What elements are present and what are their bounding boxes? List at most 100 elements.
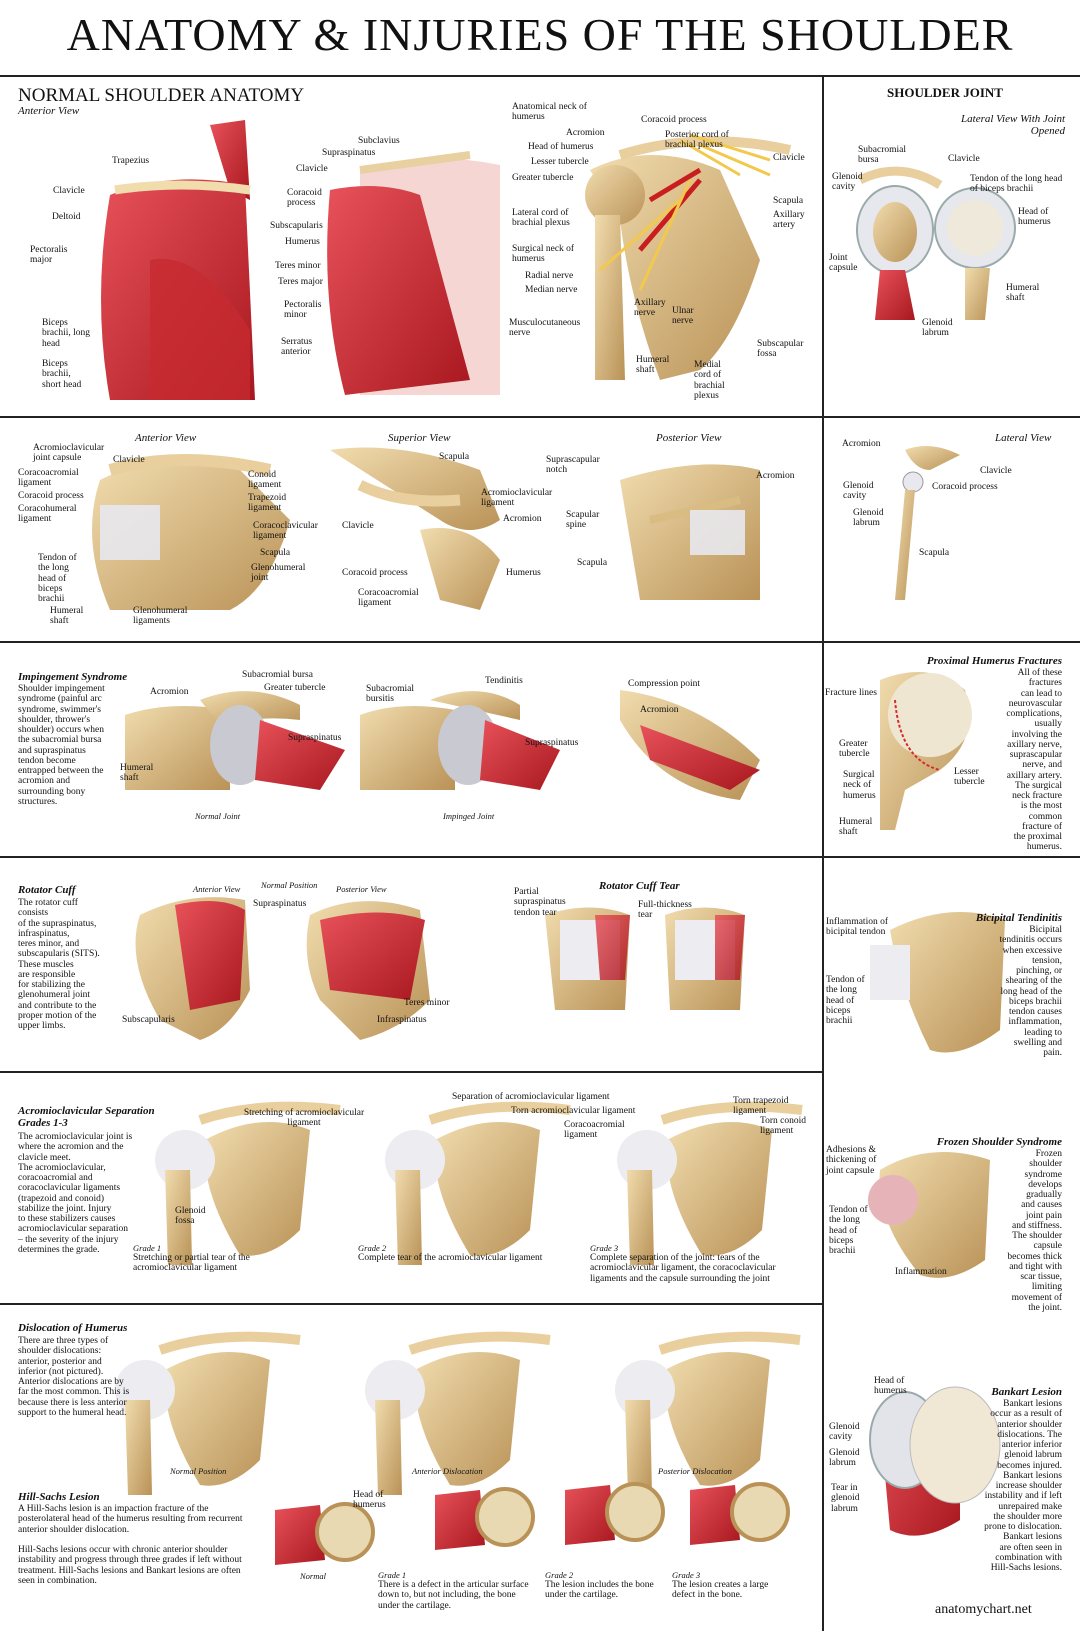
label-ac-ligament: Acromioclavicular ligament	[481, 488, 553, 509]
label-ulnar-nerve: Ulnar nerve	[672, 306, 694, 327]
label-trapezoid: Trapezoid ligament	[248, 493, 287, 514]
lig-posterior-view: Posterior View	[656, 432, 722, 444]
divider	[0, 1071, 822, 1073]
normal-anatomy-view: Anterior View	[18, 105, 80, 117]
label-teres-minor: Teres minor	[275, 261, 321, 271]
rc-tear-title: Rotator Cuff Tear	[599, 880, 680, 892]
hs-grade-3: Grade 3	[672, 1570, 701, 1580]
label-scapula-4: Scapula	[577, 558, 608, 568]
label-greater-tubercle-3: Greater tubercle	[839, 739, 870, 760]
label-pectoralis-major: Pectoralis major	[30, 245, 68, 266]
label-clavicle-2: Clavicle	[296, 164, 328, 174]
label-subacromial-bursitis: Subacromial bursitis	[366, 684, 415, 705]
label-torn-ac: Torn acromioclavicular ligament	[511, 1106, 636, 1116]
caption-anterior-dislocation: Anterior Dislocation	[412, 1466, 483, 1476]
label-coracoacromial: Coracoacromial ligament	[18, 468, 79, 489]
dislocation-title: Dislocation of Humerus	[18, 1322, 128, 1334]
label-clavicle-4: Clavicle	[948, 154, 980, 164]
rc-normal-position: Normal Position	[261, 880, 318, 890]
label-humerus: Humerus	[285, 237, 320, 247]
label-surgical-neck: Surgical neck of humerus	[512, 244, 575, 265]
label-glenoid-labrum: Glenoid labrum	[922, 318, 953, 339]
ac-grade-3-text: Complete separation of the joint: tears …	[590, 1253, 776, 1284]
ac-title: Acromioclavicular Separation	[18, 1105, 155, 1117]
label-glenoid-cavity-2: Glenoid cavity	[843, 481, 874, 502]
label-head-humerus-2: Head of humerus	[1018, 207, 1051, 228]
shoulder-joint-heading: SHOULDER JOINT	[887, 85, 1003, 100]
ac-grade-2: Grade 2	[358, 1243, 387, 1253]
lig-lateral-view: Lateral View	[995, 432, 1052, 444]
proximal-title: Proximal Humerus Fractures	[926, 655, 1062, 667]
rc-anterior-view: Anterior View	[193, 884, 241, 894]
label-teres-major: Teres major	[278, 277, 323, 287]
label-clavicle-3: Clavicle	[773, 153, 805, 163]
label-adhesions: Adhesions & thickening of joint capsule	[826, 1145, 877, 1176]
label-deltoid: Deltoid	[52, 212, 81, 222]
label-scapula-2: Scapula	[260, 548, 291, 558]
label-glenoid-cavity: Glenoid cavity	[832, 172, 863, 193]
label-coracoclavicular: Coracoclavicular ligament	[253, 521, 318, 542]
label-axillary-nerve: Axillary nerve	[634, 298, 666, 319]
divider	[0, 641, 1080, 643]
label-conoid: Conoid ligament	[248, 470, 282, 491]
ac-title-2: Grades 1-3	[18, 1117, 68, 1129]
label-compression-point: Compression point	[628, 679, 701, 689]
lig-superior-view: Superior View	[388, 432, 451, 444]
label-glenoid-cavity-3: Glenoid cavity	[829, 1422, 860, 1443]
label-partial-tear: Partial supraspinatus tendon tear	[514, 887, 566, 918]
hs-normal: Normal	[300, 1571, 326, 1581]
label-radial-nerve: Radial nerve	[525, 271, 574, 281]
label-clavicle-7: Clavicle	[980, 466, 1012, 476]
label-subacromial-bursa: Subacromial bursa	[858, 145, 907, 166]
label-tear-glenoid-labrum: Tear in glenoid labrum	[831, 1483, 860, 1514]
label-scapula: Scapula	[773, 196, 804, 206]
label-supraspinatus: Supraspinatus	[322, 148, 376, 158]
label-teres-minor-2: Teres minor	[404, 998, 450, 1008]
label-humerus-2: Humerus	[506, 568, 541, 578]
label-glenoid-fossa: Glenoid fossa	[175, 1206, 206, 1227]
label-subscapular-fossa: Subscapular fossa	[757, 339, 804, 360]
hs-grade-2: Grade 2	[545, 1570, 574, 1580]
caption-impinged-joint: Impinged Joint	[443, 811, 495, 821]
label-head-humerus-4: Head of humerus	[353, 1490, 386, 1511]
label-musculocutaneous: Musculocutaneous nerve	[509, 318, 581, 339]
divider	[0, 1303, 822, 1305]
bankart-title: Bankart Lesion	[991, 1386, 1062, 1398]
divider	[0, 75, 1080, 77]
label-humeral-shaft-3: Humeral shaft	[50, 606, 84, 627]
label-clavicle: Clavicle	[53, 186, 85, 196]
label-tendon-biceps-3: Tendon of the long head of biceps brachi…	[829, 1205, 868, 1256]
label-subscapularis: Subscapularis	[270, 221, 323, 231]
label-acromion-2: Acromion	[503, 514, 542, 524]
label-coracoid-3: Coracoid process	[18, 491, 84, 501]
label-acromion-6: Acromion	[640, 705, 679, 715]
label-clavicle-6: Clavicle	[342, 521, 374, 531]
hs-grade-1: Grade 1	[378, 1570, 407, 1580]
label-serratus-anterior: Serratus anterior	[281, 337, 313, 358]
label-medial-cord: Medial cord of brachial plexus	[694, 360, 725, 401]
label-humeral-shaft-2: Humeral shaft	[1006, 283, 1040, 304]
label-scapula-3: Scapula	[439, 452, 470, 462]
label-acromion-5: Acromion	[150, 687, 189, 697]
shoulder-joint-view: Lateral View With Joint Opened	[961, 113, 1065, 137]
label-tendinitis: Tendinitis	[485, 676, 523, 686]
label-lateral-cord: Lateral cord of brachial plexus	[512, 208, 570, 229]
label-greater-tubercle-2: Greater tubercle	[264, 683, 326, 693]
label-separation-ac: Separation of acromioclavicular ligament	[452, 1092, 610, 1102]
label-humeral-shaft-4: Humeral shaft	[120, 763, 154, 784]
footer-website[interactable]: anatomychart.net	[935, 1602, 1032, 1617]
caption-posterior-dislocation: Posterior Dislocation	[658, 1466, 732, 1476]
